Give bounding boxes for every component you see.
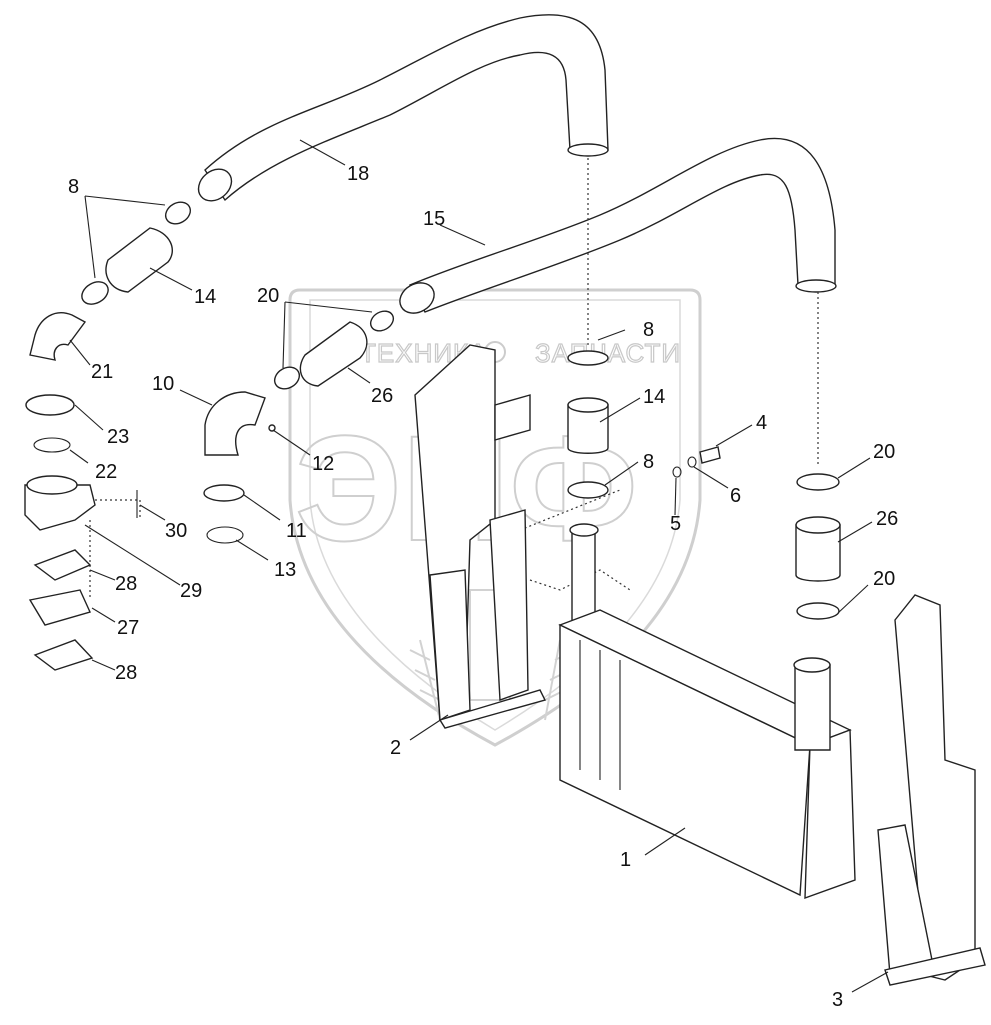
right-hose-group	[795, 473, 841, 620]
callout-13: 13	[274, 559, 296, 581]
callout-30: 30	[165, 520, 187, 542]
bolt-4	[699, 446, 721, 464]
elbow-10	[204, 391, 266, 456]
guide-line	[85, 499, 141, 600]
callout-26-center: 26	[371, 385, 393, 407]
washer-6	[687, 456, 697, 468]
clamp-11	[203, 484, 245, 502]
clamp-20-right-lower	[796, 602, 840, 620]
pipe-18	[197, 14, 609, 202]
center-column-group	[567, 350, 721, 499]
clamp-8-right-upper	[567, 350, 609, 366]
callout-23: 23	[107, 426, 129, 448]
watermark-right-text: ЗАПЧАСТИ	[535, 338, 681, 368]
pipe-15	[399, 137, 837, 314]
intercooler-1	[558, 523, 856, 900]
callout-20-right-upper: 20	[873, 441, 895, 463]
clamp-20-upper	[369, 310, 395, 332]
callout-20-center: 20	[257, 285, 279, 307]
callout-14-center: 14	[643, 386, 665, 408]
bracket-3	[877, 594, 986, 986]
callout-21: 21	[91, 361, 113, 383]
screw-12	[268, 424, 276, 432]
flange-29	[24, 484, 96, 531]
heater-27	[28, 589, 91, 626]
clamp-8-lower	[81, 281, 109, 305]
ring-13	[206, 526, 244, 544]
washer-5	[672, 466, 682, 478]
callout-28-upper: 28	[115, 573, 137, 595]
hose-14-left	[105, 227, 173, 293]
callout-3: 3	[832, 989, 843, 1011]
callout-6: 6	[730, 485, 741, 507]
callout-28-lower: 28	[115, 662, 137, 684]
guide-line	[519, 489, 631, 591]
hose-14-right-top	[567, 397, 609, 413]
callout-20-right-lower: 20	[873, 568, 895, 590]
callout-15: 15	[423, 208, 445, 230]
center-left-group	[203, 310, 395, 544]
hose-26-right-top	[795, 516, 841, 534]
bracket-2	[414, 344, 547, 729]
hose-14-right	[567, 404, 609, 454]
callout-2: 2	[390, 737, 401, 759]
clamp-20-lower	[273, 366, 301, 390]
clamp-23	[25, 394, 75, 416]
callout-22: 22	[95, 461, 117, 483]
callout-14-left: 14	[194, 286, 216, 308]
clamp-20-right-upper	[796, 473, 840, 491]
gasket-28-upper	[33, 549, 92, 581]
clamp-8-right-lower	[567, 481, 609, 499]
gasket-28-lower	[33, 639, 94, 671]
clamp-8-upper	[164, 201, 192, 225]
left-hose-group	[24, 201, 192, 671]
callout-4: 4	[756, 412, 767, 434]
callout-8-left: 8	[68, 176, 79, 198]
callout-12: 12	[312, 453, 334, 475]
callout-11: 11	[286, 520, 307, 542]
callouts: 1 2 3 4 5 6 8 8 8 10 11 12 13 14 14 15 1…	[68, 163, 898, 1011]
callout-8-center-upper: 8	[643, 319, 654, 341]
callout-26-right: 26	[876, 508, 898, 530]
elbow-21	[29, 312, 87, 361]
hose-26-left	[299, 321, 368, 387]
callout-29: 29	[180, 580, 202, 602]
callout-8-center-lower: 8	[643, 451, 654, 473]
callout-27: 27	[117, 617, 139, 639]
callout-5: 5	[670, 513, 681, 535]
leader-lines	[69, 139, 889, 993]
callout-1: 1	[620, 849, 631, 871]
flange-29-top	[26, 475, 78, 495]
hose-26-right	[795, 524, 841, 582]
ring-22	[33, 437, 71, 453]
callout-10: 10	[152, 373, 174, 395]
callout-18: 18	[347, 163, 369, 185]
